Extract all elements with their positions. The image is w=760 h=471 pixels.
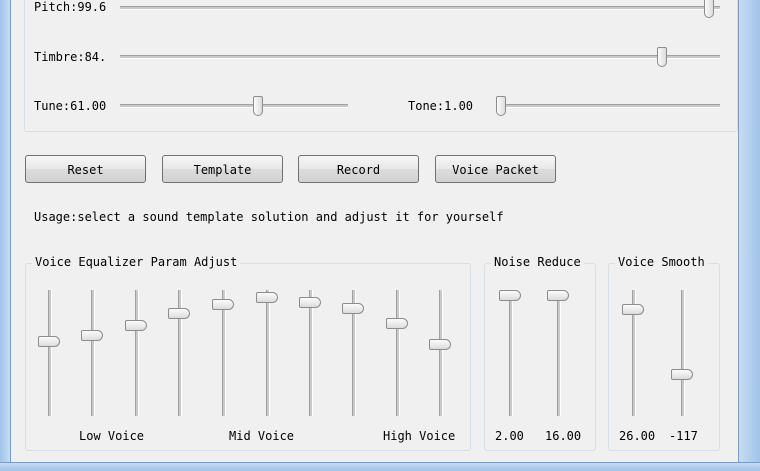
noise-reduce-value-2: 16.00 xyxy=(545,429,582,443)
usage-text: Usage:select a sound template solution a… xyxy=(34,210,504,224)
voice-smooth-value-1: 26.00 xyxy=(619,429,656,443)
eq-band-5-slider-track[interactable] xyxy=(222,290,226,416)
eq-band-8-slider-track[interactable] xyxy=(352,290,356,416)
noise-reduce-value-1: 2.00 xyxy=(495,429,524,443)
eq-band-8-slider-thumb[interactable] xyxy=(342,302,364,314)
eq-band-3-slider-thumb[interactable] xyxy=(125,319,147,331)
voice-smooth-slider-1-track[interactable] xyxy=(632,290,636,416)
eq-band-1-slider-track[interactable] xyxy=(48,290,52,416)
pitch-slider-thumb[interactable] xyxy=(704,0,715,18)
noise-reduce-group: Noise Reduce xyxy=(484,255,596,451)
tone-slider-track[interactable] xyxy=(496,104,720,108)
eq-band-7-slider-thumb[interactable] xyxy=(299,296,321,308)
equalizer-group: Voice Equalizer Param Adjust xyxy=(25,255,471,451)
eq-band-10-slider-thumb[interactable] xyxy=(429,339,451,351)
voice-packet-button[interactable]: Voice Packet xyxy=(435,155,556,183)
eq-band-6-slider-thumb[interactable] xyxy=(256,292,278,304)
window-frame-left xyxy=(0,0,11,470)
template-button[interactable]: Template xyxy=(162,155,283,183)
noise-reduce-slider-2-track[interactable] xyxy=(557,290,561,416)
voice-smooth-slider-2-track[interactable] xyxy=(681,290,685,416)
eq-band-2-slider-thumb[interactable] xyxy=(81,330,103,342)
noise-reduce-slider-1-track[interactable] xyxy=(509,290,513,416)
noise-reduce-slider-2-thumb[interactable] xyxy=(547,290,569,301)
eq-band-10-slider-track[interactable] xyxy=(439,290,443,416)
timbre-label: Timbre:84. xyxy=(34,50,107,64)
eq-band-9-slider-thumb[interactable] xyxy=(386,317,408,329)
eq-band-4-slider-track[interactable] xyxy=(178,290,182,416)
voice-smooth-slider-2-thumb[interactable] xyxy=(671,369,693,381)
timbre-slider-track[interactable] xyxy=(120,55,720,59)
pitch-label: Pitch:99.6 xyxy=(34,0,107,14)
voice-smooth-group: Voice Smooth xyxy=(608,255,720,451)
eq-band-6-slider-track[interactable] xyxy=(266,290,270,416)
noise-reduce-slider-1-thumb[interactable] xyxy=(499,290,521,301)
tone-slider-thumb[interactable] xyxy=(496,96,506,116)
record-button[interactable]: Record xyxy=(298,155,419,183)
window-frame-bottom xyxy=(0,462,760,471)
eq-band-2-slider-track[interactable] xyxy=(91,290,95,416)
tune-label: Tune:61.00 xyxy=(34,99,107,113)
tune-slider-track[interactable] xyxy=(120,104,348,108)
reset-button[interactable]: Reset xyxy=(25,155,146,183)
equalizer-title: Voice Equalizer Param Adjust xyxy=(32,255,241,269)
voice-smooth-value-2: -117 xyxy=(669,429,698,443)
eq-band-5-slider-thumb[interactable] xyxy=(212,299,234,311)
window-frame-right xyxy=(738,0,760,470)
mid-voice-label: Mid Voice xyxy=(229,429,295,443)
pitch-slider-track[interactable] xyxy=(120,6,720,10)
voice-params-group xyxy=(24,0,738,132)
eq-band-7-slider-track[interactable] xyxy=(309,290,313,416)
eq-band-4-slider-thumb[interactable] xyxy=(168,308,190,320)
noise-reduce-title: Noise Reduce xyxy=(491,255,584,269)
voice-smooth-title: Voice Smooth xyxy=(615,255,708,269)
timbre-slider-thumb[interactable] xyxy=(656,47,667,67)
voice-smooth-slider-1-thumb[interactable] xyxy=(622,303,644,315)
eq-band-3-slider-track[interactable] xyxy=(135,290,139,416)
tone-label: Tone:1.00 xyxy=(408,99,474,113)
eq-band-9-slider-track[interactable] xyxy=(396,290,400,416)
low-voice-label: Low Voice xyxy=(79,429,145,443)
high-voice-label: High Voice xyxy=(383,429,456,443)
tune-slider-thumb[interactable] xyxy=(252,96,263,116)
eq-band-1-slider-thumb[interactable] xyxy=(38,336,60,347)
